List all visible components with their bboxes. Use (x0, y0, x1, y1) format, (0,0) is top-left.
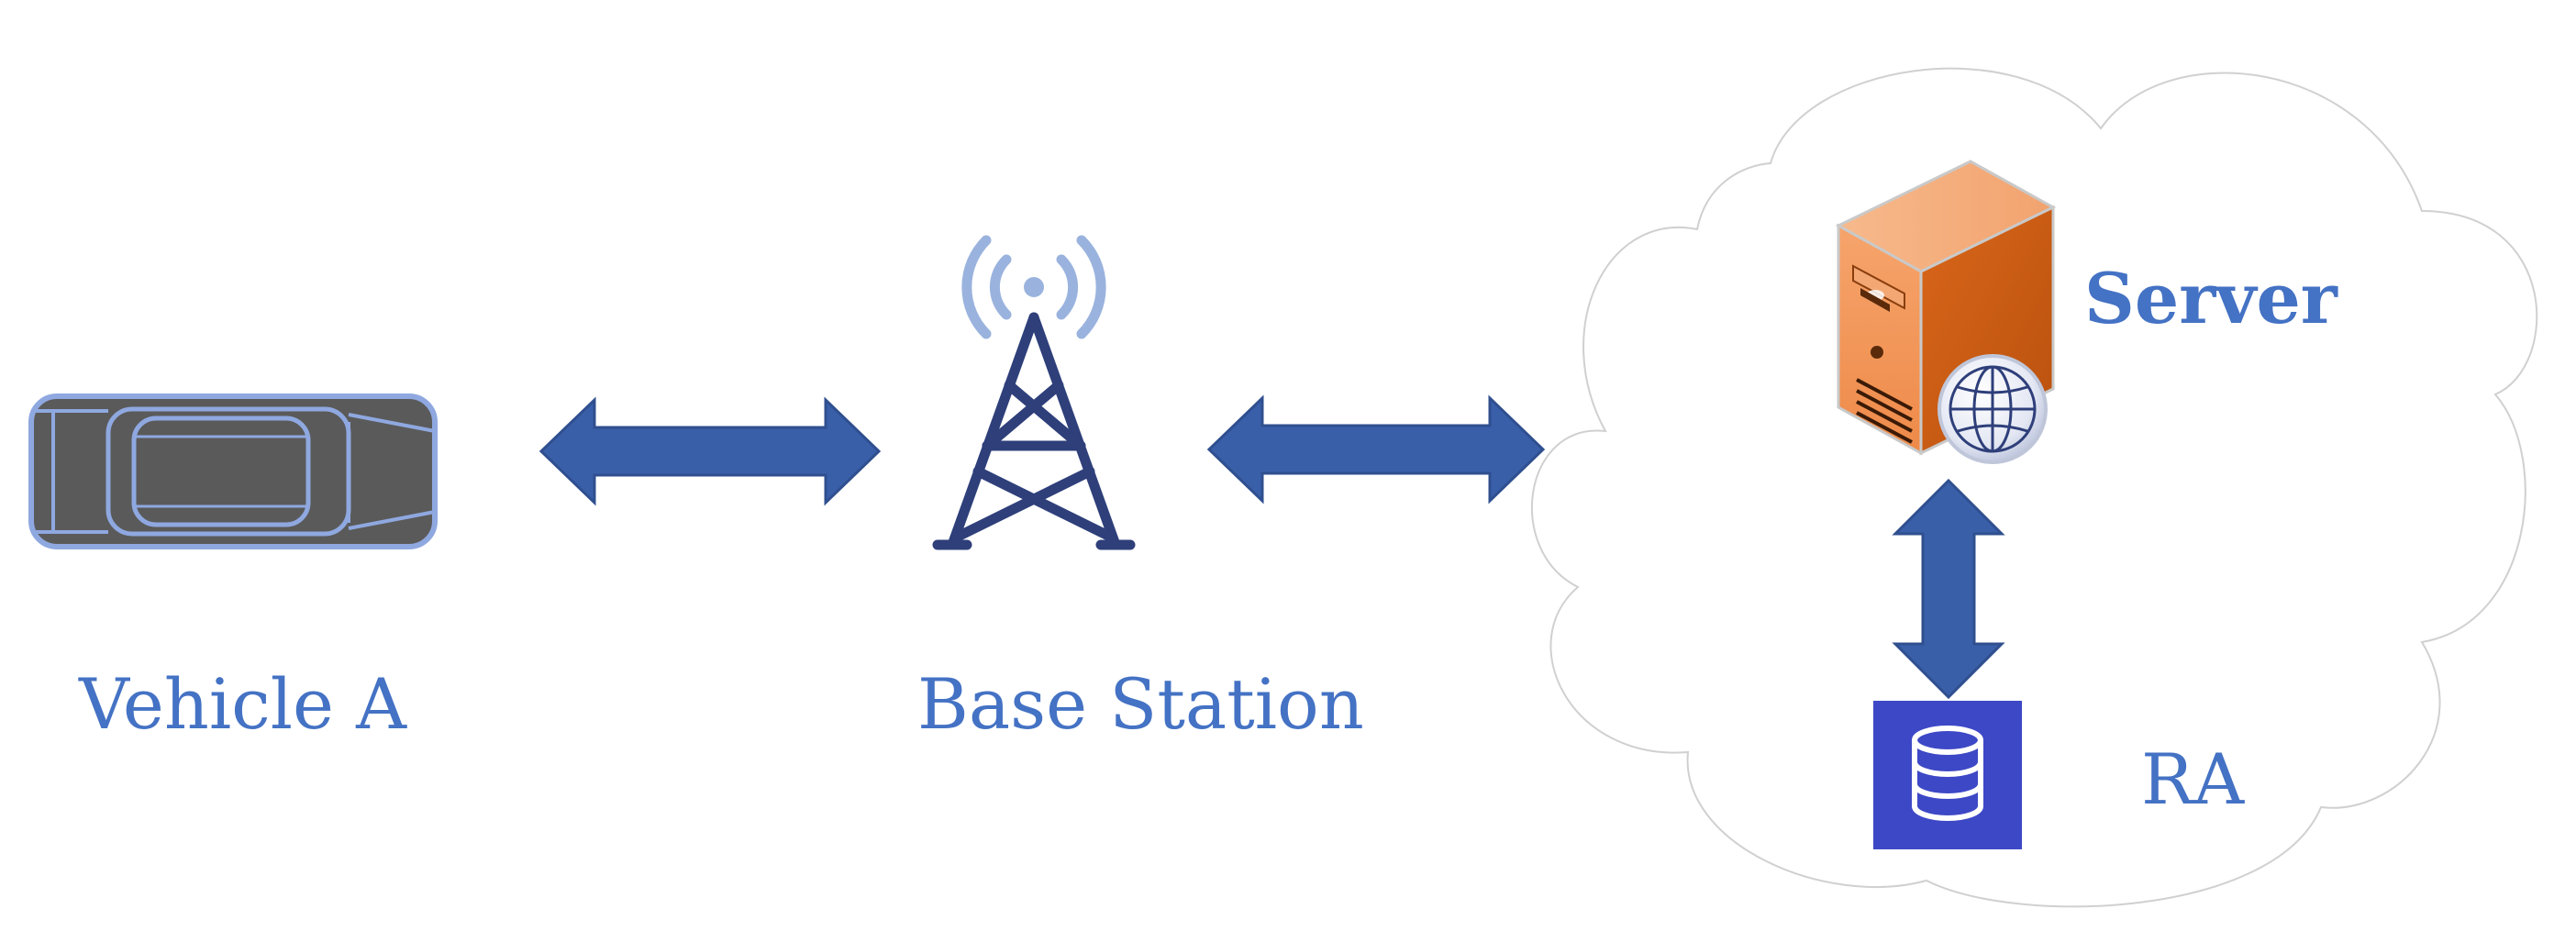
globe-icon (1938, 354, 2048, 464)
car-icon (28, 393, 438, 549)
server-label: Server (2084, 258, 2337, 339)
database-icon (1873, 701, 2022, 849)
base-station-label: Base Station (917, 663, 1364, 745)
arrow-server-ra (1892, 478, 2005, 700)
ra-label: RA (2141, 738, 2245, 820)
arrow-vehicle-basestation (539, 396, 882, 506)
server-icon (1835, 160, 2057, 464)
vehicle-label: Vehicle A (79, 663, 407, 745)
tower-icon (932, 235, 1136, 550)
cloud-outline (1530, 67, 2538, 908)
arrow-basestation-server (1206, 394, 1546, 504)
